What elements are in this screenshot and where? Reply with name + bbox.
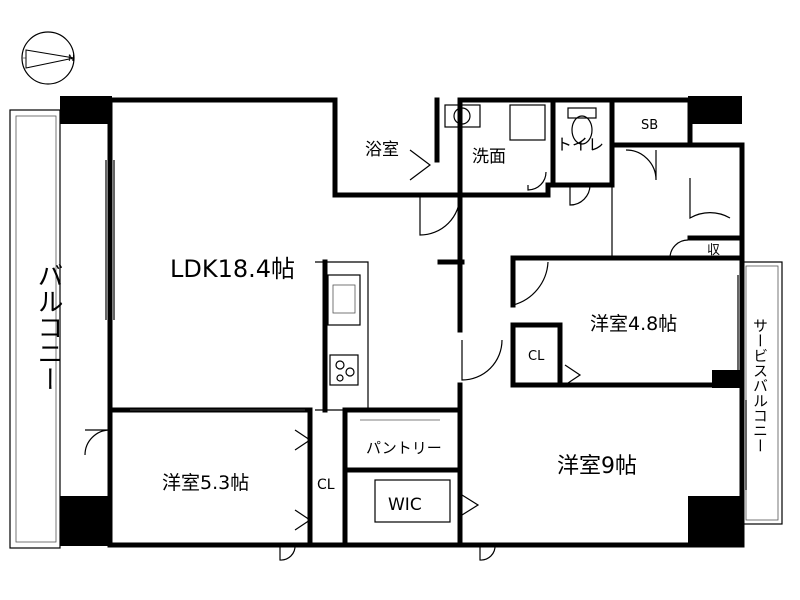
pillars: [60, 96, 742, 546]
balcony-area: [9, 109, 61, 549]
north-label: N: [68, 54, 75, 64]
room-label-western-9: 洋室9帖: [557, 454, 637, 479]
room-label-shoebox: SB: [641, 118, 658, 133]
room-label-toilet: トイレ: [556, 135, 604, 154]
room-label-storage: 収: [707, 243, 720, 258]
service-balcony-label: サービスバルコニー: [751, 318, 769, 453]
compass-icon: N: [21, 31, 75, 85]
doors: [84, 149, 731, 561]
room-label-ldk: LDK18.4帖: [170, 255, 295, 283]
room-label-western-48: 洋室4.8帖: [590, 313, 677, 335]
room-label-closet-53: CL: [317, 477, 335, 493]
fixtures: [130, 104, 597, 523]
room-label-wic: WIC: [388, 495, 422, 515]
room-label-washroom: 洗面: [472, 147, 506, 167]
balcony-label: バルコニー: [33, 262, 63, 392]
windows: [105, 160, 747, 490]
room-label-closet-48: CL: [528, 349, 545, 364]
interior-walls: [107, 97, 745, 548]
room-label-pantry: パントリー: [366, 439, 442, 457]
room-label-bath: 浴室: [365, 140, 399, 160]
room-label-western-53: 洋室5.3帖: [162, 472, 249, 494]
